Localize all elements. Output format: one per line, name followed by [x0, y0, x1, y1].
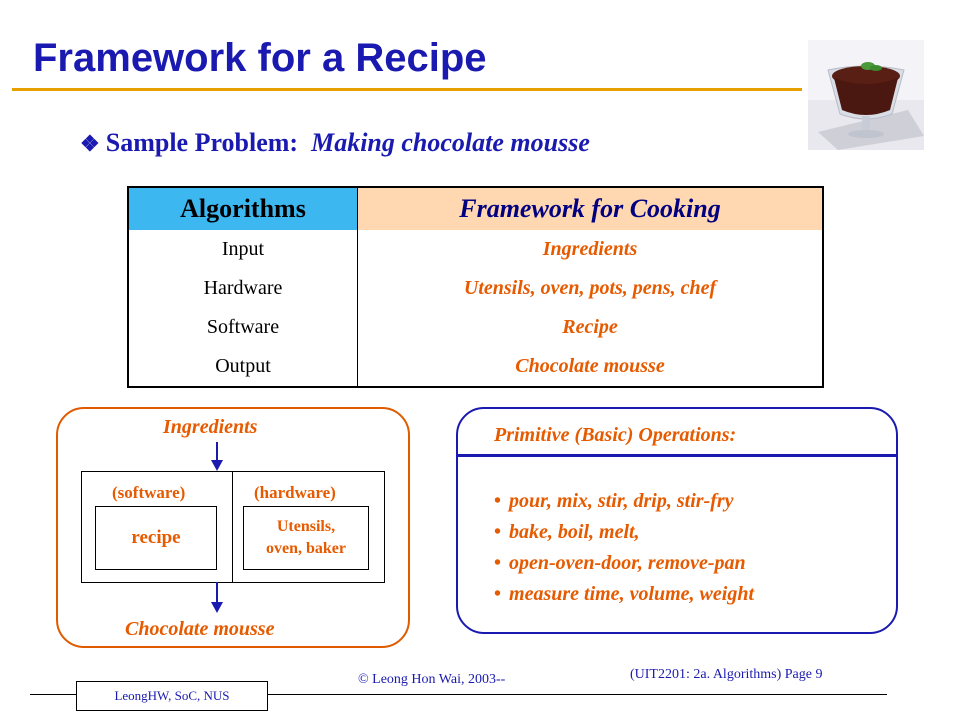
primitive-operations-box — [456, 407, 898, 634]
table-row: Software Recipe — [128, 308, 823, 347]
recipe-label: recipe — [131, 527, 181, 548]
cell-algorithm: Software — [128, 308, 358, 347]
recipe-box: recipe — [95, 506, 217, 570]
footer-author: LeongHW, SoC, NUS — [76, 681, 268, 711]
operations-divider — [456, 454, 896, 457]
table-row: Hardware Utensils, oven, pots, pens, che… — [128, 269, 823, 308]
hardware-label: (hardware) — [254, 483, 336, 502]
processing-frame — [81, 471, 385, 583]
list-item: bake, boil, melt, — [494, 517, 754, 548]
recipe-process-diagram — [56, 407, 410, 648]
footer-page-number: (UIT2201: 2a. Algorithms) Page 9 — [630, 667, 823, 682]
utensils-line1: Utensils, — [276, 518, 336, 535]
sample-problem: ❖Sample Problem: Making chocolate mousse — [80, 128, 590, 158]
header-framework: Framework for Cooking — [357, 187, 823, 230]
footer-rule — [30, 694, 887, 695]
cell-algorithm: Hardware — [128, 269, 358, 308]
frame-divider — [232, 471, 233, 582]
table-row: Input Ingredients — [128, 230, 823, 269]
operations-title: Primitive (Basic) Operations: — [494, 424, 737, 446]
algorithm-cooking-table: Algorithms Framework for Cooking Input I… — [127, 186, 824, 388]
cell-algorithm: Input — [128, 230, 358, 269]
cell-algorithm: Output — [128, 347, 358, 387]
title-underline — [12, 88, 802, 91]
arrow-down-icon — [211, 582, 223, 613]
subtitle-problem: Making chocolate mousse — [311, 128, 590, 157]
diagram-output-label: Chocolate mousse — [125, 618, 275, 640]
cell-cooking: Recipe — [562, 316, 618, 338]
cell-cooking: Ingredients — [542, 238, 638, 260]
list-item: measure time, volume, weight — [494, 579, 754, 610]
subtitle-prefix: Sample Problem: — [105, 128, 299, 157]
diagram-ingredients-label: Ingredients — [163, 416, 258, 438]
software-label: (software) — [112, 483, 186, 502]
utensils-box: Utensils, oven, baker — [243, 506, 369, 570]
table-header-row: Algorithms Framework for Cooking — [128, 187, 823, 230]
arrow-down-icon — [211, 442, 223, 471]
chocolate-mousse-photo — [808, 40, 924, 150]
cell-cooking: Chocolate mousse — [515, 355, 665, 377]
cell-cooking: Utensils, oven, pots, pens, chef — [463, 277, 717, 299]
diamond-bullet-icon: ❖ — [80, 131, 100, 156]
table-row: Output Chocolate mousse — [128, 347, 823, 387]
header-algorithms: Algorithms — [128, 187, 358, 230]
list-item: open-oven-door, remove-pan — [494, 548, 754, 579]
slide-title: Framework for a Recipe — [33, 36, 487, 80]
operations-list: pour, mix, stir, drip, stir-fry bake, bo… — [494, 486, 754, 610]
footer-copyright: © Leong Hon Wai, 2003-- — [358, 672, 506, 687]
list-item: pour, mix, stir, drip, stir-fry — [494, 486, 754, 517]
utensils-line2: oven, baker — [266, 540, 346, 557]
